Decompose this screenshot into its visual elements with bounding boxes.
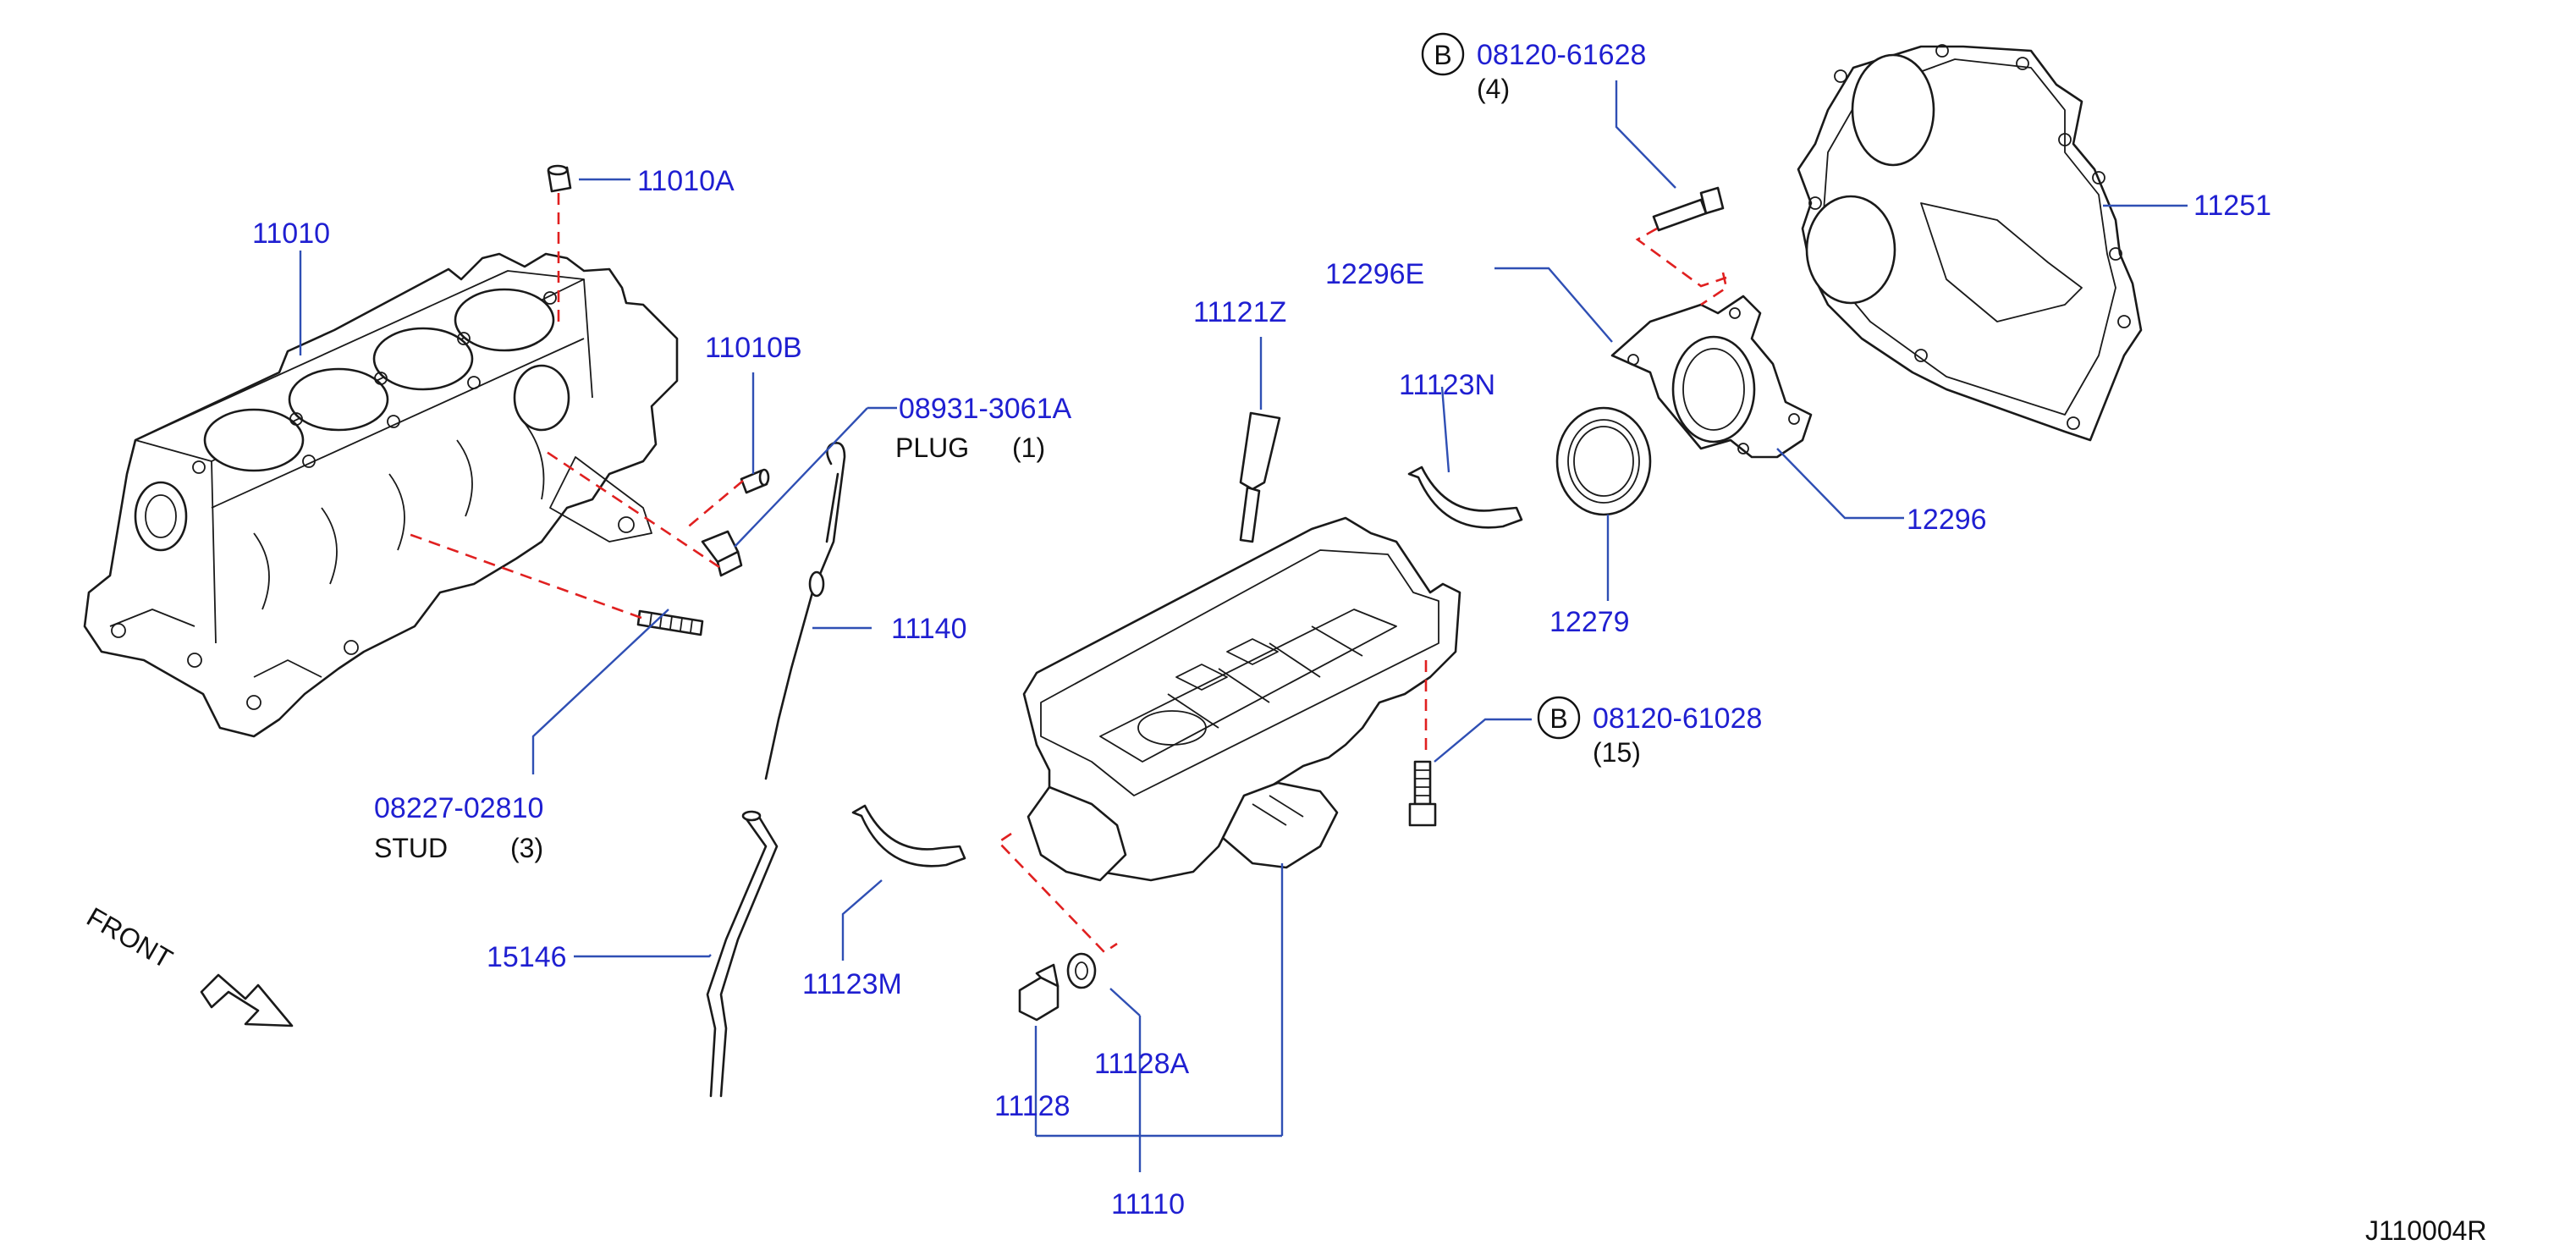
callout-11128[interactable]: 11128	[994, 1090, 1071, 1122]
part-name-stud: STUD	[374, 833, 448, 863]
callout-15146[interactable]: 15146	[487, 941, 567, 973]
part-number-11123N[interactable]: 11123N	[1399, 369, 1495, 401]
bolt-group-badge	[1537, 696, 1581, 740]
part-number-11010A[interactable]: 11010A	[637, 165, 735, 197]
part-number-11010[interactable]: 11010	[252, 218, 330, 250]
oil-pan-drawing	[1022, 516, 1461, 882]
dipstick-tube-drawing	[706, 810, 779, 1098]
callout-11010B[interactable]: 11010B	[705, 332, 802, 364]
bolt-group-badge-letter: B	[1549, 703, 1567, 734]
callout-08227-02810[interactable]: 08227-02810 STUD (3)	[374, 792, 543, 863]
washer-drawing	[1066, 952, 1097, 989]
rear-plate-drawing	[1797, 44, 2143, 442]
part-number-11123M[interactable]: 11123M	[802, 968, 902, 1000]
callout-11110[interactable]: 11110	[1111, 1188, 1185, 1220]
callout-11010[interactable]: 11010	[252, 218, 330, 250]
callout-11251[interactable]: 11251	[2193, 190, 2271, 222]
part-number-12296[interactable]: 12296	[1907, 504, 1987, 536]
part-number-11010B[interactable]: 11010B	[705, 332, 802, 364]
sealant-tube-drawing	[1239, 411, 1281, 543]
part-number-12279[interactable]: 12279	[1549, 606, 1630, 638]
diagram-code: J110004R	[2365, 1215, 2487, 1246]
callout-08931-3061A[interactable]: 08931-3061A PLUG (1)	[895, 393, 1072, 463]
callout-11140[interactable]: 11140	[891, 613, 967, 645]
oil-seal-drawing	[1555, 406, 1652, 516]
part-number-15146[interactable]: 15146	[487, 941, 567, 973]
part-number-11121Z[interactable]: 11121Z	[1193, 296, 1286, 328]
part-qty-08120-61628: (4)	[1477, 74, 1510, 104]
part-qty-stud: (3)	[510, 833, 543, 863]
part-number-08120-61628[interactable]: 08120-61628	[1477, 39, 1646, 71]
pan-bolt-drawing	[1408, 760, 1437, 827]
part-number-12296E[interactable]: 12296E	[1325, 258, 1424, 290]
part-number-11140[interactable]: 11140	[891, 613, 967, 645]
front-direction-arrow	[200, 973, 294, 1027]
leader-lines	[299, 80, 2188, 1172]
dowel-pin-drawing	[740, 468, 770, 494]
callout-11123M[interactable]: 11123M	[802, 968, 902, 1000]
part-number-08120-61028[interactable]: 08120-61028	[1593, 702, 1762, 735]
part-number-08227-02810[interactable]: 08227-02810	[374, 792, 543, 824]
callout-08120-61028[interactable]: B 08120-61028 (15)	[1537, 696, 1762, 768]
bolt-group-badge-letter: B	[1434, 40, 1451, 70]
seal-retainer-drawing	[1610, 295, 1813, 459]
front-label: FRONT	[82, 901, 178, 974]
cap-plug-drawing	[547, 164, 572, 193]
rear-seal-half-drawing	[851, 804, 966, 868]
dipstick-drawing	[764, 442, 846, 780]
stud-drawing	[636, 609, 704, 636]
retainer-bolt-drawing	[1652, 186, 1725, 232]
callout-11123N[interactable]: 11123N	[1399, 369, 1495, 401]
engine-block-drawing	[83, 252, 679, 738]
part-name-plug: PLUG	[895, 432, 969, 463]
drain-plug-drawing	[701, 530, 743, 577]
callout-12296[interactable]: 12296	[1907, 504, 1987, 536]
callout-12296E[interactable]: 12296E	[1325, 258, 1424, 290]
callout-12279[interactable]: 12279	[1549, 606, 1630, 638]
alignment-dashes	[405, 193, 1728, 954]
part-number-11128A[interactable]: 11128A	[1094, 1048, 1189, 1080]
callout-11010A[interactable]: 11010A	[637, 165, 735, 197]
part-qty-08120-61028: (15)	[1593, 737, 1641, 768]
part-number-08931-3061A[interactable]: 08931-3061A	[899, 393, 1072, 425]
bolt-group-badge	[1421, 32, 1465, 76]
callout-11121Z[interactable]: 11121Z	[1193, 296, 1286, 328]
oil-drain-plug-drawing	[1018, 963, 1060, 1022]
part-number-11128[interactable]: 11128	[994, 1090, 1071, 1122]
callout-08120-61628[interactable]: B 08120-61628 (4)	[1421, 32, 1646, 104]
front-seal-half-drawing	[1407, 465, 1523, 529]
part-qty-plug: (1)	[1012, 432, 1045, 463]
part-number-11251[interactable]: 11251	[2193, 190, 2271, 222]
part-number-11110[interactable]: 11110	[1111, 1188, 1185, 1220]
callout-11128A[interactable]: 11128A	[1094, 1048, 1189, 1080]
